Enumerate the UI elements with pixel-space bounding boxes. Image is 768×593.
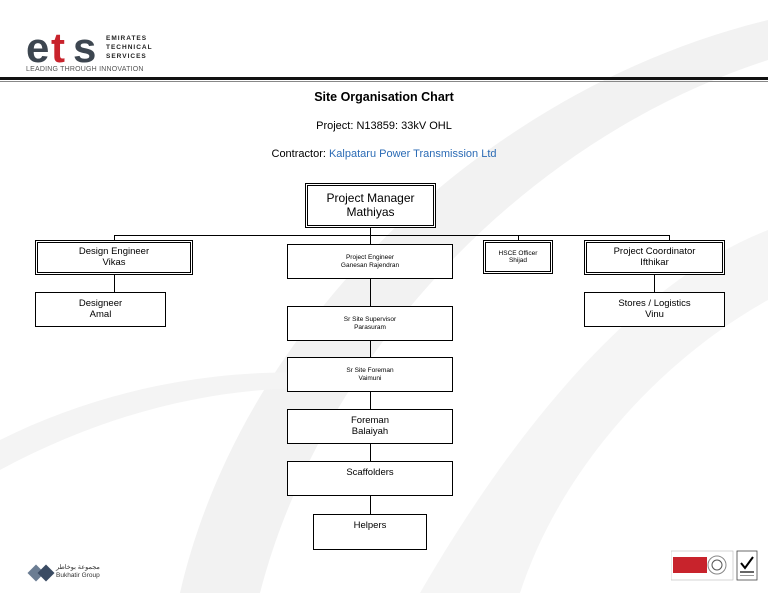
node-foreman: Foreman Balaiyah <box>287 409 453 444</box>
node-name: Balaiyah <box>351 425 389 437</box>
node-helpers: Helpers <box>313 514 427 550</box>
contractor-label: Contractor: <box>271 148 329 160</box>
connector <box>370 496 371 514</box>
node-role: Stores / Logistics <box>618 297 691 309</box>
connector <box>114 235 115 240</box>
logo-line-technical: TECHNICAL <box>106 44 153 51</box>
node-name: Ganesan Rajendran <box>340 261 400 269</box>
connector <box>654 274 655 292</box>
logo-words: EMIRATES TECHNICAL SERVICES <box>106 34 153 61</box>
project-line: Project: N13859: 33kV OHL <box>316 120 452 132</box>
node-role: Designeer <box>78 297 123 309</box>
logo-letter-t: t <box>51 24 65 71</box>
diamond-icon <box>37 564 55 582</box>
connector <box>370 227 371 236</box>
connector <box>518 235 519 240</box>
node-role: Sr Site Foreman <box>346 367 394 375</box>
ets-logo: e t s EMIRATES TECHNICAL SERVICES <box>26 22 166 77</box>
logo-letter-s: s <box>73 24 97 71</box>
node-name: Vaimuni <box>358 374 382 382</box>
node-role: HSCE Officer <box>498 249 538 257</box>
node-name: Vikas <box>102 256 126 268</box>
node-name: Parasuram <box>354 323 386 331</box>
group-name: Bukhatir Group <box>56 572 100 579</box>
node-name: Mathiyas <box>346 204 395 219</box>
connector <box>669 235 670 240</box>
node-sr-site-supervisor: Sr Site Supervisor Parasuram <box>287 306 453 341</box>
node-role: Scaffolders <box>346 467 394 478</box>
node-scaffolders: Scaffolders <box>287 461 453 496</box>
node-role: Project Engineer <box>345 254 395 262</box>
connector <box>114 274 115 292</box>
contractor-name: Kalpataru Power Transmission Ltd <box>328 148 497 160</box>
connector <box>114 235 670 236</box>
logo-line-services: SERVICES <box>106 53 147 60</box>
logo-letter-e: e <box>26 24 50 71</box>
node-design-engineer: Design Engineer Vikas <box>35 240 193 275</box>
node-sr-site-foreman: Sr Site Foreman Vaimuni <box>287 357 453 392</box>
connector <box>370 340 371 357</box>
certification-badges <box>671 550 758 581</box>
header-divider <box>0 77 768 80</box>
node-stores-logistics: Stores / Logistics Vinu <box>584 292 725 327</box>
node-name: Ifthikar <box>640 256 669 268</box>
node-role: Project Coordinator <box>613 245 696 257</box>
connector <box>370 444 371 461</box>
node-name: Vinu <box>645 308 664 320</box>
contractor-line: Contractor: Kalpataru Power Transmission… <box>0 148 768 160</box>
node-project-manager: Project Manager Mathiyas <box>305 183 436 228</box>
connector <box>370 392 371 409</box>
connector <box>370 235 371 244</box>
node-role: Sr Site Supervisor <box>343 316 397 324</box>
node-role: Project Manager <box>326 190 415 205</box>
node-name: Amal <box>89 308 112 320</box>
node-hsce-officer: HSCE Officer Shijad <box>483 240 553 274</box>
node-role: Helpers <box>353 520 387 531</box>
group-name-arabic: مجموعة بوخاطر <box>56 564 100 571</box>
node-designer: Designeer Amal <box>35 292 166 327</box>
page-title: Site Organisation Chart <box>314 90 454 104</box>
node-name: Shijad <box>508 257 528 264</box>
tagline: LEADING THROUGH INNOVATION <box>26 66 144 73</box>
node-role: Design Engineer <box>78 245 150 257</box>
node-project-coordinator: Project Coordinator Ifthikar <box>584 240 725 275</box>
header-divider-thin <box>0 81 768 82</box>
node-role: Foreman <box>350 414 389 426</box>
connector <box>370 278 371 306</box>
logo-line-emirates: EMIRATES <box>106 35 148 42</box>
node-project-engineer: Project Engineer Ganesan Rajendran <box>287 244 453 279</box>
